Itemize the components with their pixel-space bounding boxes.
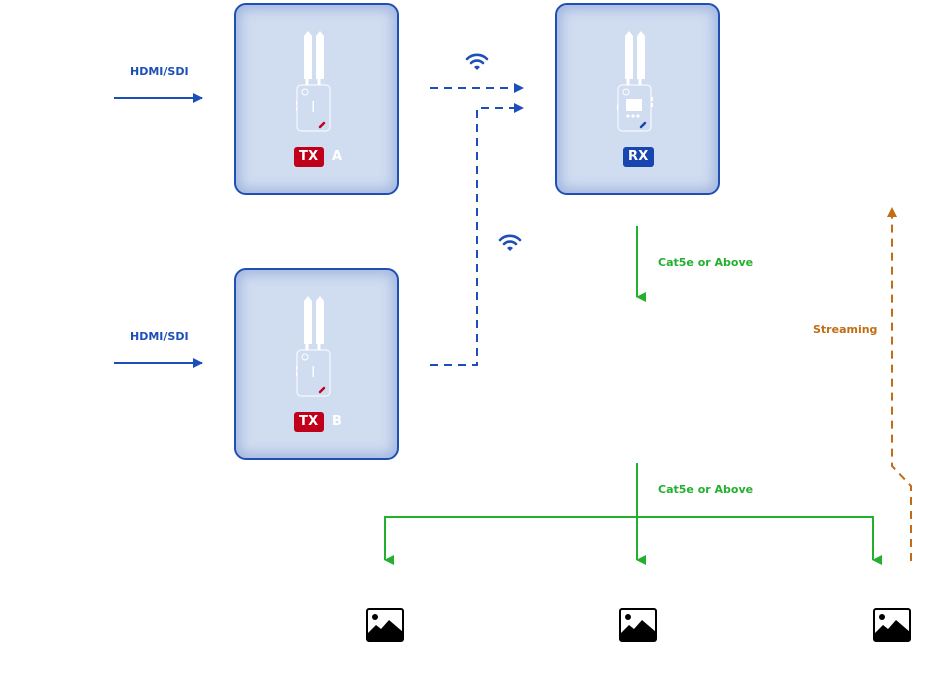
image-icon bbox=[873, 608, 911, 642]
input-b-label: HDMI/SDI bbox=[130, 330, 189, 343]
cable-label-upper: Cat5e or Above bbox=[658, 256, 754, 269]
wifi-icon bbox=[498, 234, 522, 251]
tx-a-device-card[interactable]: TX A bbox=[234, 3, 399, 195]
transmitter-device-icon bbox=[296, 296, 331, 397]
input-a-label: HDMI/SDI bbox=[130, 65, 189, 78]
image-icon bbox=[619, 608, 657, 642]
wifi-icon bbox=[465, 53, 489, 70]
cable-distribution-left bbox=[384, 516, 637, 565]
tx-badge: TX bbox=[294, 147, 324, 167]
wireless-link-b bbox=[430, 103, 524, 366]
transmitter-device-icon bbox=[296, 31, 331, 132]
streaming-label: Streaming bbox=[813, 323, 878, 336]
rx-badge: RX bbox=[623, 147, 654, 167]
tx-badge: TX bbox=[294, 412, 324, 432]
streaming-link bbox=[887, 207, 912, 561]
rx-device-card[interactable]: RX bbox=[555, 3, 720, 195]
receiver-device-icon bbox=[617, 31, 653, 132]
cable-label-lower: Cat5e or Above bbox=[658, 483, 754, 496]
device-id-label: B bbox=[332, 414, 342, 429]
tx-b-device-card[interactable]: TX B bbox=[234, 268, 399, 460]
image-icon bbox=[366, 608, 404, 642]
cable-distribution-right bbox=[637, 516, 882, 565]
device-id-label: A bbox=[332, 149, 343, 164]
